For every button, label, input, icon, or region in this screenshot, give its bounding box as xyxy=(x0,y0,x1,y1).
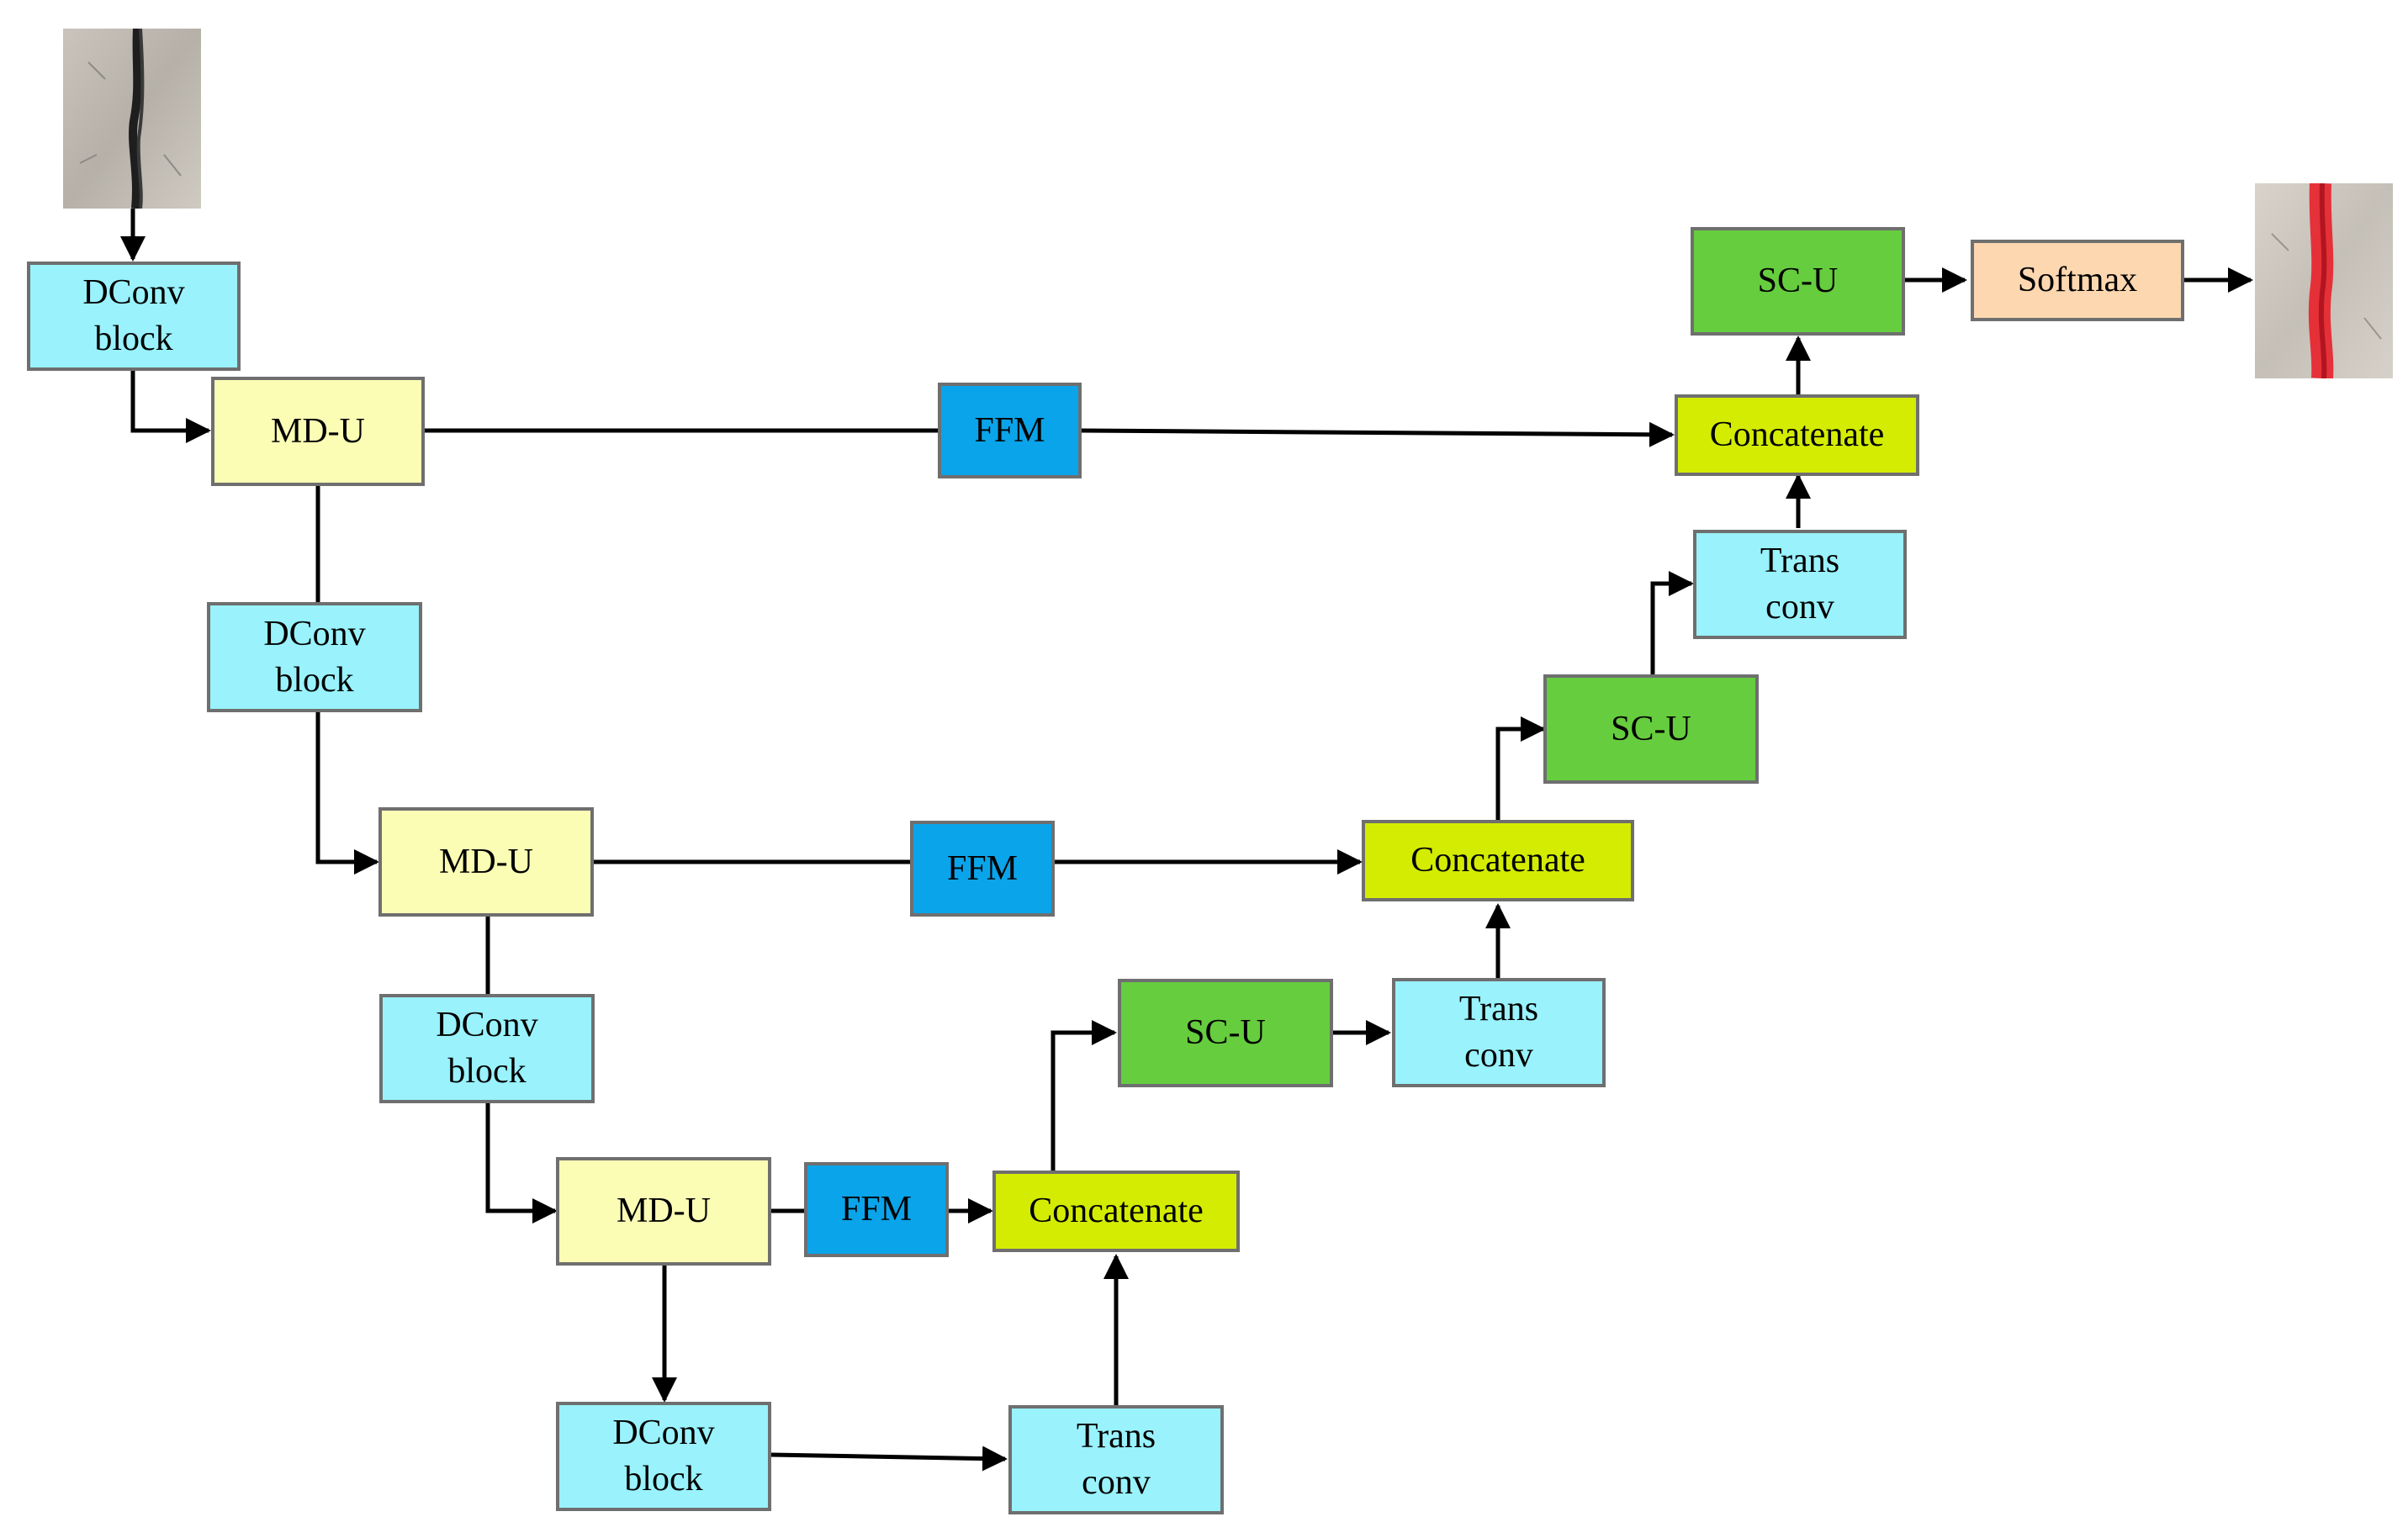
ffm-level2: FFM xyxy=(910,821,1055,917)
mdu-level3: MD-U xyxy=(556,1157,771,1266)
trans-conv-level1: Trans conv xyxy=(1693,530,1907,639)
arrow-concat2-to-scu2 xyxy=(1495,716,1546,820)
trans-conv-level2: Trans conv xyxy=(1392,978,1606,1087)
scu-level3: SC-U xyxy=(1118,979,1333,1087)
arrow-ffm1-to-concat1 xyxy=(1081,421,1675,447)
trans-conv-bottom: Trans conv xyxy=(1008,1405,1224,1514)
dconv-block-level1: DConv block xyxy=(207,602,422,712)
mdu-level2: MD-U xyxy=(378,807,594,917)
concatenate-level1: Concatenate xyxy=(1675,394,1919,476)
segmented-photo-graphic xyxy=(2255,183,2393,378)
concatenate-level2: Concatenate xyxy=(1362,820,1634,901)
softmax-block: Softmax xyxy=(1971,240,2184,321)
arrow-concat3-to-scu3 xyxy=(1051,1020,1117,1171)
dconv-block-level2: DConv block xyxy=(379,994,595,1103)
scu-level2: SC-U xyxy=(1543,674,1759,784)
scu-level1: SC-U xyxy=(1691,227,1905,336)
output-segmentation-image xyxy=(2255,183,2393,378)
dconv-block-input: DConv block xyxy=(27,262,241,371)
concatenate-level3: Concatenate xyxy=(992,1171,1240,1252)
dconv-block-bottom: DConv block xyxy=(556,1402,771,1511)
input-crack-image xyxy=(63,29,201,209)
mdu-level1: MD-U xyxy=(211,377,425,486)
ffm-level3: FFM xyxy=(804,1162,949,1257)
crack-photo-graphic xyxy=(63,29,201,209)
arrow-dconv-bottom-to-trans-bottom xyxy=(770,1446,1008,1472)
arrow-dconv2-to-mdu3 xyxy=(485,1102,558,1224)
arrow-dconv1-to-mdu2 xyxy=(315,711,379,875)
arrow-scu2-to-trans1 xyxy=(1650,571,1694,674)
ffm-level1: FFM xyxy=(938,383,1082,478)
arrow-dconv-to-mdu1 xyxy=(130,371,211,443)
